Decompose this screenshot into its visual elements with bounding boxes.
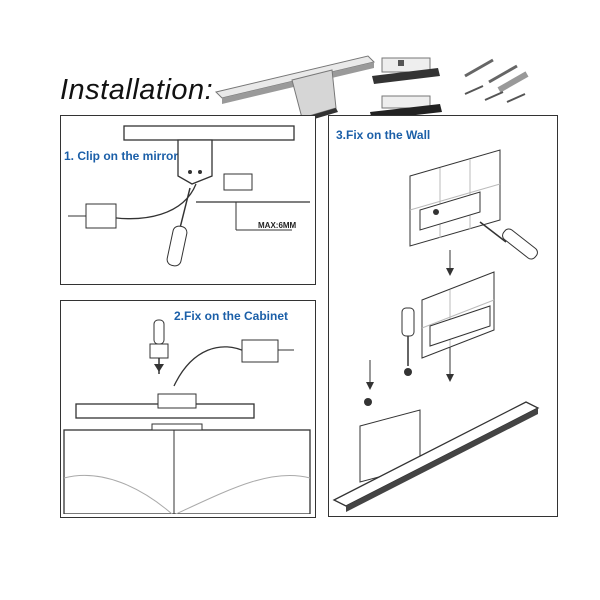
clip-mirror-diagram — [68, 125, 310, 267]
max-thickness-label: MAX:6MM — [258, 221, 297, 230]
step-1-label: 1. Clip on the mirror — [64, 149, 179, 163]
page-title: Installation: — [60, 74, 214, 106]
step-3-label: 3.Fix on the Wall — [336, 128, 431, 142]
fix-wall-diagram — [332, 149, 540, 512]
product-lamp-image — [215, 55, 375, 122]
screws-and-anchors-image — [464, 58, 529, 103]
step-2-label: 2.Fix on the Cabinet — [174, 309, 289, 323]
fix-cabinet-diagram — [63, 319, 311, 514]
